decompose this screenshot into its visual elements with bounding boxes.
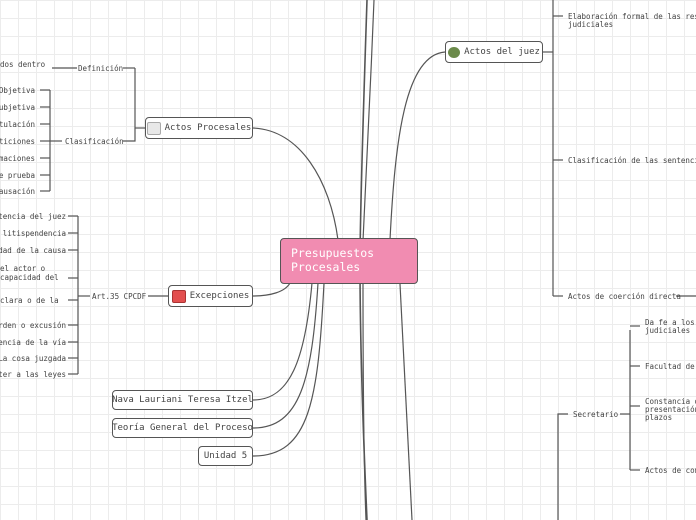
excepcion-item[interactable]: orden o excusión xyxy=(0,321,66,330)
secretario-label[interactable]: Secretario xyxy=(573,410,619,419)
excepcion-item[interactable]: litispendencia xyxy=(2,229,66,238)
excepcion-item[interactable]: capacidad del xyxy=(0,273,59,282)
secretario-item[interactable]: presentación xyxy=(645,405,696,414)
definicion-label[interactable]: Definición xyxy=(78,64,124,73)
course-label: Teoría General del Proceso xyxy=(112,423,253,433)
excepciones-label: Excepciones xyxy=(189,291,250,301)
actos-juez-item[interactable]: judiciales xyxy=(568,20,614,29)
excepcion-item[interactable]: clara o de la xyxy=(0,296,59,305)
actos-procesales-label: Actos Procesales xyxy=(164,123,252,133)
secretario-item[interactable]: Facultad de a xyxy=(645,362,696,371)
money-bag-icon xyxy=(448,46,461,58)
actos-juez-item[interactable]: Actos de coerción directa xyxy=(568,292,681,301)
clasificacion-item[interactable]: stulación xyxy=(0,120,35,129)
excepcion-item[interactable]: el actor o xyxy=(0,264,46,273)
clasificacion-label[interactable]: Clasificación xyxy=(65,137,124,146)
author-node[interactable]: Nava Lauriani Teresa Itzel xyxy=(112,390,253,410)
central-title-line1: Presupuestos xyxy=(291,246,375,260)
clasificacion-item[interactable]: Objetiva xyxy=(0,86,35,95)
unit-node[interactable]: Unidad 5 xyxy=(198,446,253,466)
author-label: Nava Lauriani Teresa Itzel xyxy=(112,395,253,405)
clasificacion-item[interactable]: de prueba xyxy=(0,171,35,180)
envelope-icon xyxy=(146,121,161,135)
clasificacion-item[interactable]: rmaciones xyxy=(0,154,35,163)
clasificacion-item[interactable]: Subjetiva xyxy=(0,103,35,112)
secretario-item[interactable]: Da fe a los a xyxy=(645,318,696,327)
unit-label: Unidad 5 xyxy=(203,451,248,461)
actos-juez-node[interactable]: Actos del juez xyxy=(445,41,543,63)
secretario-item[interactable]: Constancia de xyxy=(645,397,696,406)
secretario-item[interactable]: judiciales xyxy=(645,326,691,335)
actos-juez-label: Actos del juez xyxy=(464,47,540,57)
excepcion-item[interactable]: La cosa juzgada xyxy=(0,354,66,363)
excepcion-item[interactable]: dencia de la vía xyxy=(0,338,66,347)
secretario-item[interactable]: plazos xyxy=(645,413,673,422)
central-topic[interactable]: Presupuestos Procesales xyxy=(280,238,418,284)
art35-label[interactable]: Art.35 CPCDF xyxy=(92,292,147,301)
clasificacion-item[interactable]: causación xyxy=(0,187,35,196)
excepciones-node[interactable]: Excepciones xyxy=(168,285,253,307)
excepcion-item[interactable]: cter a las leyes xyxy=(0,370,66,379)
actos-juez-item[interactable]: Elaboración formal de las resol xyxy=(568,12,696,21)
course-node[interactable]: Teoría General del Proceso xyxy=(112,418,253,438)
excepcion-item[interactable]: dad de la causa xyxy=(0,246,66,255)
excepcion-item[interactable]: tencia del juez xyxy=(0,212,66,221)
secretario-item[interactable]: Actos de comu xyxy=(645,466,696,475)
definicion-text[interactable]: dos dentro xyxy=(0,60,46,69)
actos-procesales-node[interactable]: Actos Procesales xyxy=(145,117,253,139)
calendar-icon xyxy=(171,289,186,303)
central-title-line2: Procesales xyxy=(291,260,361,274)
clasificacion-item[interactable]: eticiones xyxy=(0,137,35,146)
actos-juez-item[interactable]: Clasificación de las sentencias xyxy=(568,156,696,165)
